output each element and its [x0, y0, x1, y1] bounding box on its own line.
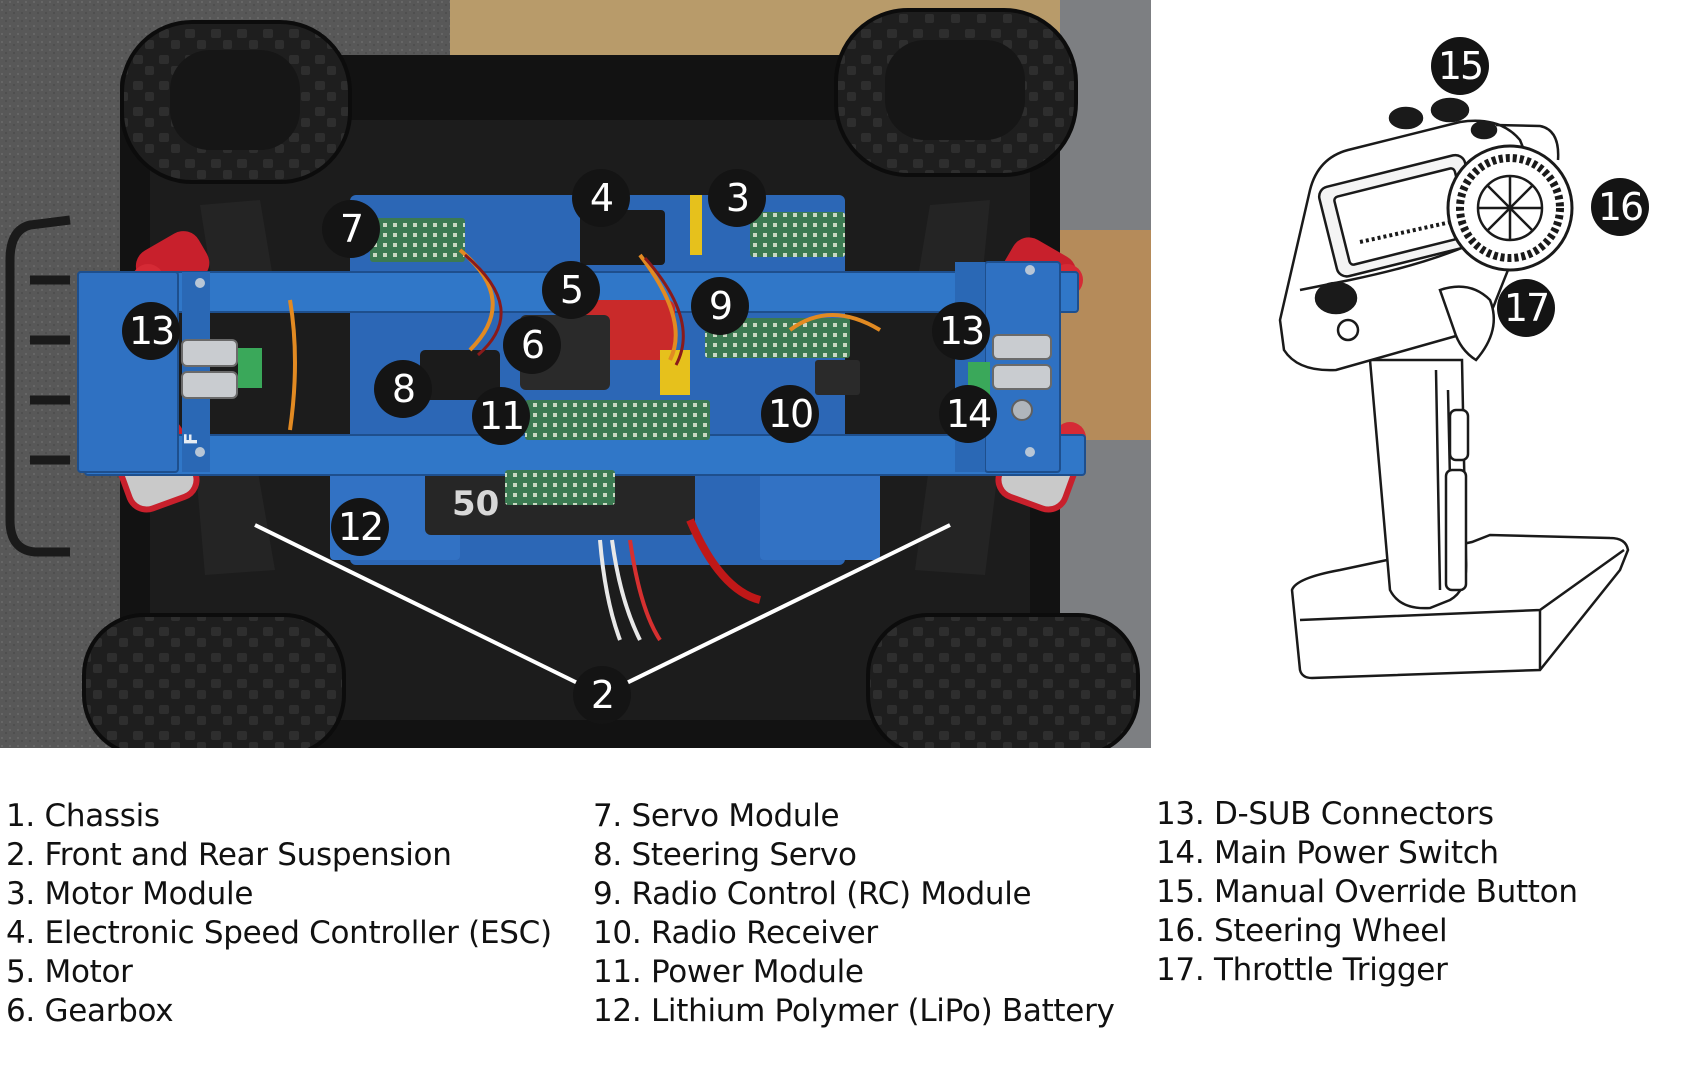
dsub-plates: [181, 334, 1052, 421]
battery-print: 50: [452, 484, 499, 524]
legend-item-4: 4. Electronic Speed Controller (ESC): [6, 915, 552, 951]
legend-item-2: 2. Front and Rear Suspension: [6, 837, 452, 873]
legend-item-6: 6. Gearbox: [6, 993, 174, 1029]
legend-item-15: 15. Manual Override Button: [1156, 874, 1578, 910]
callout-9: 9: [691, 277, 749, 335]
callout-14: 14: [939, 385, 997, 443]
legend-item-11: 11. Power Module: [593, 954, 864, 990]
legend-item-1: 1. Chassis: [6, 798, 160, 834]
power-switch: [1011, 399, 1033, 421]
bumper: [5, 215, 71, 557]
cardboard-wall: [1060, 230, 1151, 440]
legend-column-1: 1. Chassis 2. Front and Rear Suspension …: [6, 797, 552, 1031]
legend-item-5: 5. Motor: [6, 954, 133, 990]
rc-transmitter-illustration: [1278, 97, 1630, 680]
callout-13-right: 13: [932, 302, 990, 360]
legend-item-13: 13. D-SUB Connectors: [1156, 796, 1494, 832]
power-module-board: [525, 400, 710, 440]
legend-item-9: 9. Radio Control (RC) Module: [593, 876, 1032, 912]
tire-rear-left: [82, 613, 346, 748]
callout-4: 4: [572, 169, 630, 227]
callout-7: 7: [322, 200, 380, 258]
rc-module-board: [705, 318, 850, 358]
callout-8: 8: [374, 360, 432, 418]
legend-item-12: 12. Lithium Polymer (LiPo) Battery: [593, 993, 1115, 1029]
callout-3: 3: [708, 169, 766, 227]
radio-receiver-box: [815, 360, 860, 395]
trigger-icon: [1438, 285, 1496, 362]
servo-module-board: [370, 218, 465, 262]
transmitter-base: [1290, 533, 1630, 680]
callout-16: 16: [1591, 178, 1649, 236]
front-marker: F: [181, 433, 202, 445]
legend-item-16: 16. Steering Wheel: [1156, 913, 1448, 949]
callout-12: 12: [331, 498, 389, 556]
rc-vehicle-photo: 50 F: [0, 0, 1151, 748]
tire-front-left: [120, 20, 352, 184]
rc-transmitter-drawing: 15 16 17: [1240, 30, 1680, 690]
legend-item-7: 7. Servo Module: [593, 798, 840, 834]
suspension-callout-lines: [254, 523, 951, 697]
callout-10: 10: [761, 385, 819, 443]
legend-item-3: 3. Motor Module: [6, 876, 254, 912]
legend-item-8: 8. Steering Servo: [593, 837, 857, 873]
legend-column-3: 13. D-SUB Connectors 14. Main Power Swit…: [1156, 795, 1578, 990]
callout-17: 17: [1497, 279, 1555, 337]
legend-item-14: 14. Main Power Switch: [1156, 835, 1499, 871]
legend-column-2: 7. Servo Module 8. Steering Servo 9. Rad…: [593, 797, 1115, 1031]
callout-15: 15: [1431, 37, 1489, 95]
legend-item-10: 10. Radio Receiver: [593, 915, 878, 951]
callout-2: 2: [573, 666, 631, 724]
steering-servo-body: [420, 350, 500, 400]
motor-module-board: [750, 212, 845, 257]
legend-item-17: 17. Throttle Trigger: [1156, 952, 1448, 988]
callout-11: 11: [472, 387, 530, 445]
callout-6: 6: [503, 316, 561, 374]
callout-5: 5: [542, 261, 600, 319]
wheel-icon: [1446, 144, 1574, 272]
tire-rear-right: [866, 613, 1140, 748]
callout-13-left: 13: [122, 302, 180, 360]
rc-vehicle-illustration: 50 F: [0, 0, 1151, 748]
tire-front-right: [834, 8, 1078, 177]
